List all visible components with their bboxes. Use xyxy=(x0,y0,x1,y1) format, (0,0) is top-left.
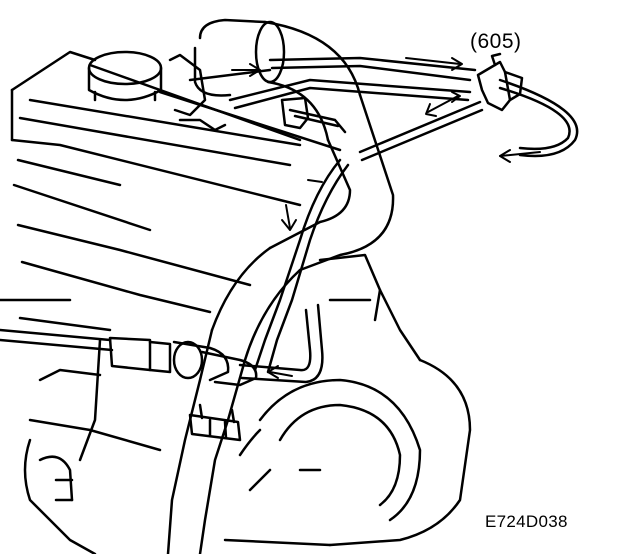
figure-code-label: E724D038 xyxy=(485,512,568,531)
direction-arrows xyxy=(231,57,541,379)
valve-cover xyxy=(0,50,342,314)
oil-filler-cap xyxy=(87,50,163,102)
reference-number-label: (605) xyxy=(470,30,522,53)
cable-clip-605 xyxy=(476,52,524,112)
hose-clamp xyxy=(188,403,242,442)
throttle-cable xyxy=(228,56,579,374)
inner-cable xyxy=(0,316,114,352)
coolant-hose xyxy=(166,18,395,554)
engine-lower xyxy=(23,253,422,554)
cable-routing-bracket xyxy=(280,96,347,134)
pulley-housing xyxy=(223,358,472,547)
cable-connector xyxy=(108,303,324,387)
